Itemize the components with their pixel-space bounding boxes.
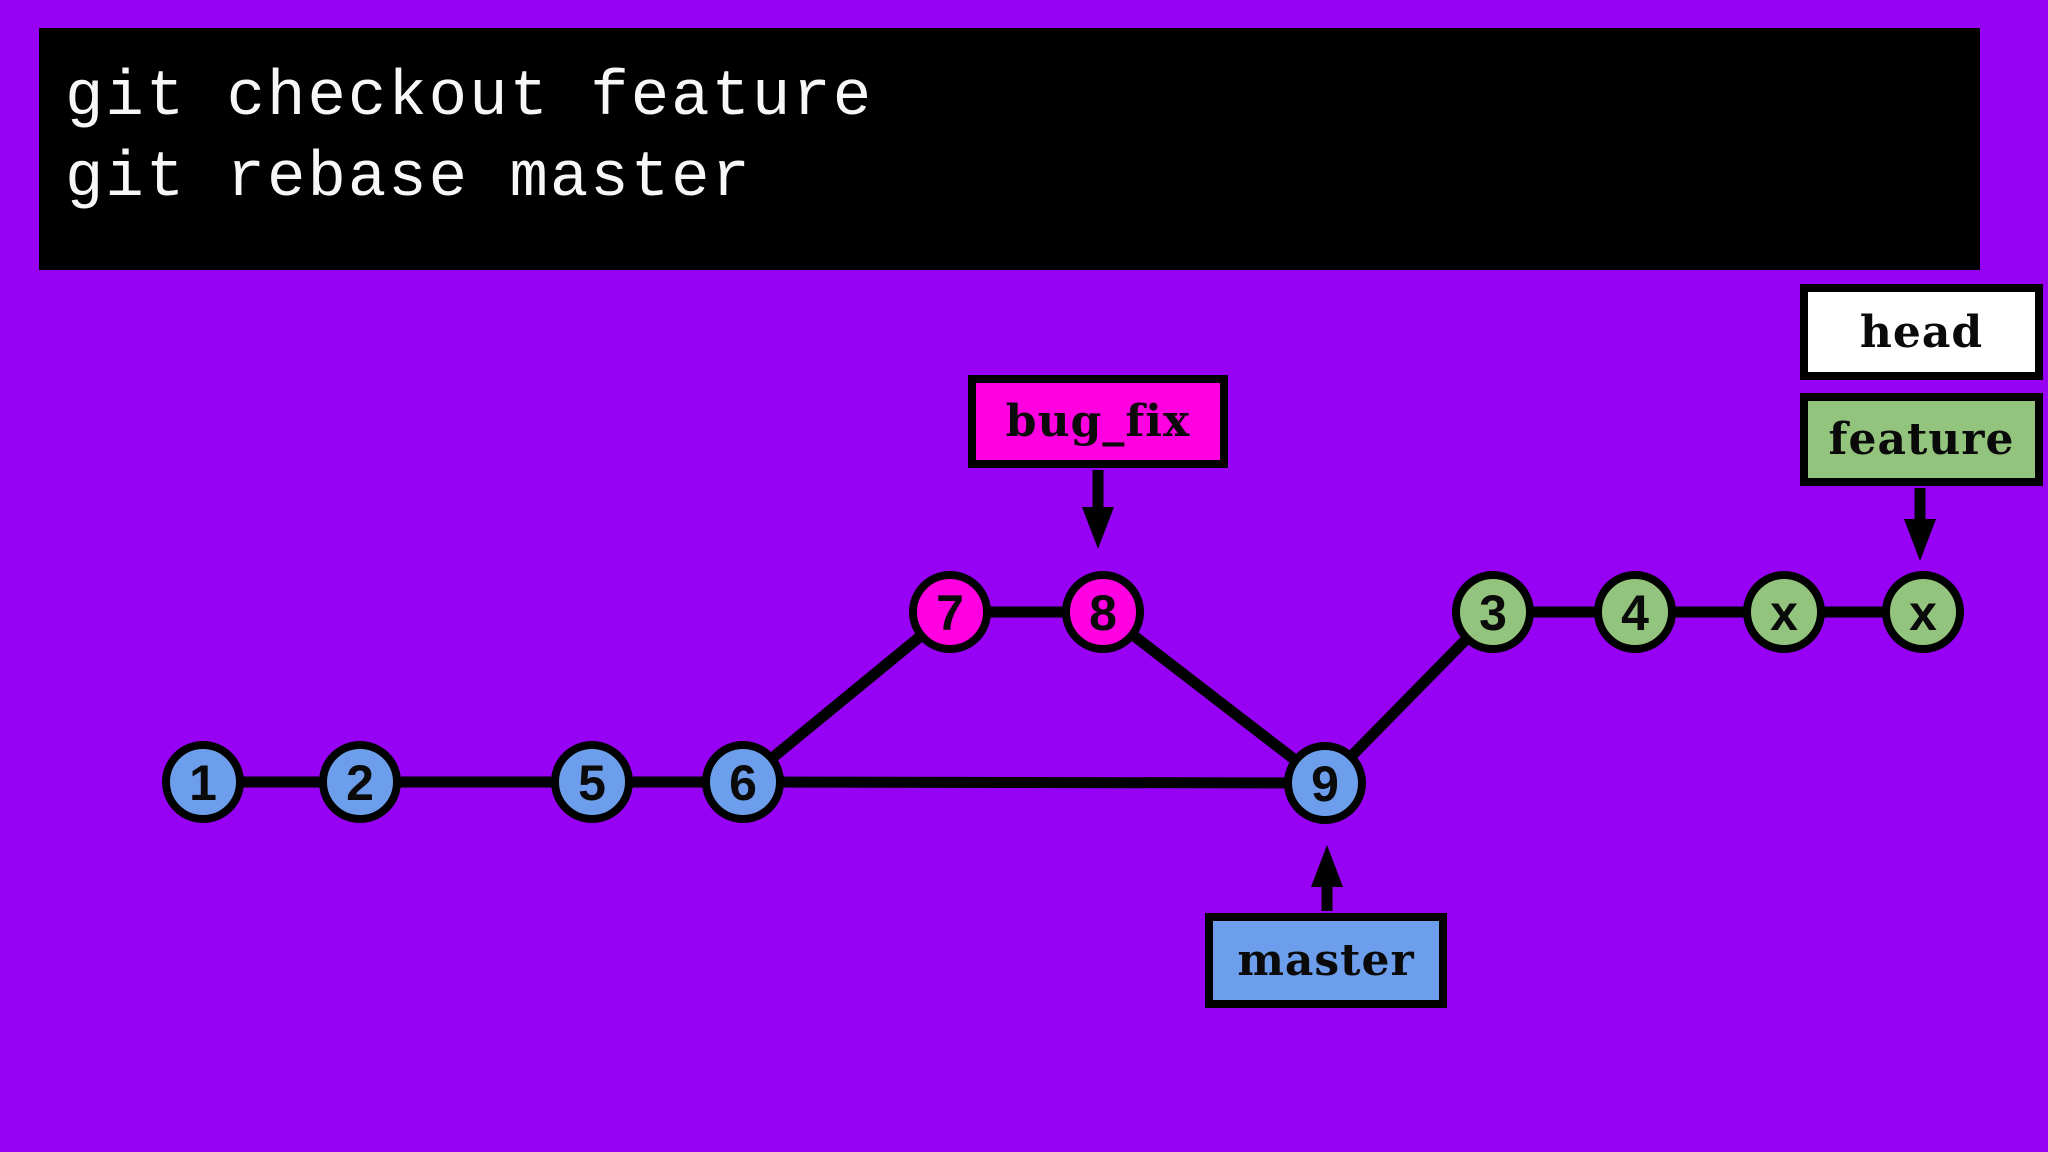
commit-7: 7 xyxy=(909,571,991,653)
commit-node-3 xyxy=(1452,571,1534,653)
commit-label-x2: x xyxy=(1909,585,1937,641)
commit-label-1: 1 xyxy=(189,755,217,811)
commit-label-x1: x xyxy=(1770,585,1798,641)
commit-label-4: 4 xyxy=(1621,585,1649,641)
commit-node-x2 xyxy=(1882,571,1964,653)
commit-node-2 xyxy=(319,741,401,823)
terminal-command-line-2: git rebase master xyxy=(65,143,752,215)
commit-x1: x xyxy=(1743,571,1825,653)
bug-fix-branch-box: bug_fix xyxy=(968,375,1228,468)
commit-node-7 xyxy=(909,571,991,653)
commit-node-6 xyxy=(702,741,784,823)
commit-node-9 xyxy=(1284,742,1366,824)
commit-node-8 xyxy=(1062,571,1144,653)
commit-2: 2 xyxy=(319,741,401,823)
master-branch-box: master xyxy=(1205,913,1447,1008)
head-ref-box: head xyxy=(1800,284,2043,380)
commit-label-7: 7 xyxy=(936,585,964,641)
commit-3: 3 xyxy=(1452,571,1534,653)
commit-node-5 xyxy=(551,741,633,823)
commit-x2: x xyxy=(1882,571,1964,653)
commit-node-x1 xyxy=(1743,571,1825,653)
commit-4: 4 xyxy=(1594,571,1676,653)
master-arrow-head xyxy=(1311,845,1343,887)
edge-8-9 xyxy=(1099,607,1329,788)
feature-arrow-head xyxy=(1904,519,1936,561)
head-ref-label: head xyxy=(1859,306,1984,358)
terminal-command-line-1: git checkout feature xyxy=(65,62,874,134)
commit-5: 5 xyxy=(551,741,633,823)
terminal-box: git checkout feature git rebase master xyxy=(39,28,1980,270)
bug-fix-branch-label: bug_fix xyxy=(1005,396,1191,447)
commit-label-6: 6 xyxy=(729,755,757,811)
commit-node-1 xyxy=(162,741,244,823)
commit-9: 9 xyxy=(1284,742,1366,824)
commit-label-3: 3 xyxy=(1479,585,1507,641)
commit-8: 8 xyxy=(1062,571,1144,653)
master-branch-label: master xyxy=(1237,935,1415,986)
commit-label-9: 9 xyxy=(1311,756,1339,812)
commit-6: 6 xyxy=(702,741,784,823)
feature-branch-label: feature xyxy=(1828,414,2015,465)
commit-label-8: 8 xyxy=(1089,585,1117,641)
edge-6-9 xyxy=(742,776,1326,789)
edge-6-7 xyxy=(739,607,954,787)
feature-branch-box: feature xyxy=(1800,393,2043,486)
bug_fix-arrow-head xyxy=(1082,507,1114,549)
commit-node-4 xyxy=(1594,571,1676,653)
commit-1: 1 xyxy=(162,741,244,823)
commit-label-5: 5 xyxy=(578,755,606,811)
commit-label-2: 2 xyxy=(346,755,374,811)
